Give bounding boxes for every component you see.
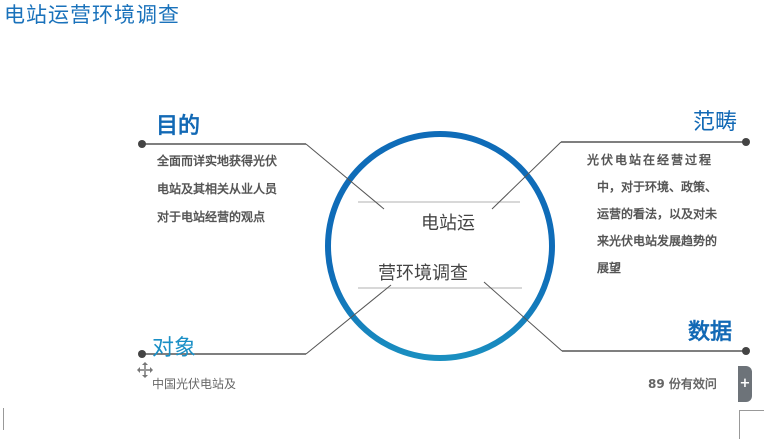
page-corner-mark-left <box>0 408 4 430</box>
scope-line: 展望 <box>597 261 622 275</box>
scope-text: 中，对于环境、政策、 运营的看法，以及对未 来光伏电站发展趋势的 展望 <box>597 174 717 282</box>
move-arrows-icon[interactable] <box>137 362 153 378</box>
purpose-line: 对于电站经营的观点 <box>157 210 266 224</box>
scope-line: 运营的看法，以及对未 <box>597 207 718 221</box>
scope-heading: 范畴 <box>693 110 738 135</box>
page-corner-mark-right <box>739 410 764 439</box>
data-dot <box>742 347 750 355</box>
center-title-line1: 电站运 <box>421 213 475 234</box>
purpose-dot <box>138 140 146 148</box>
data-heading: 数据 <box>688 320 733 345</box>
target-dot <box>138 350 146 358</box>
purpose-line: 电站及其相关从业人员 <box>157 182 278 196</box>
page-title: 电站运营环境调查 <box>4 3 180 27</box>
data-text: 89 份有效问 <box>648 377 717 391</box>
scope-line: 来光伏电站发展趋势的 <box>597 234 718 248</box>
target-text: 中国光伏电站及 <box>152 377 237 391</box>
expand-plus-button[interactable]: + <box>738 366 752 402</box>
purpose-heading: 目的 <box>156 114 201 139</box>
scope-line-first: 光伏电站在经营过程 <box>587 153 714 167</box>
scope-line: 中，对于环境、政策、 <box>597 180 718 194</box>
center-circle <box>325 131 555 361</box>
scope-dot <box>742 138 750 146</box>
purpose-line: 全面而详实地获得光伏 <box>157 154 278 168</box>
target-heading: 对象 <box>152 336 197 361</box>
center-title-line2: 营环境调查 <box>378 263 468 284</box>
purpose-text: 全面而详实地获得光伏 电站及其相关从业人员 对于电站经营的观点 <box>157 147 277 231</box>
